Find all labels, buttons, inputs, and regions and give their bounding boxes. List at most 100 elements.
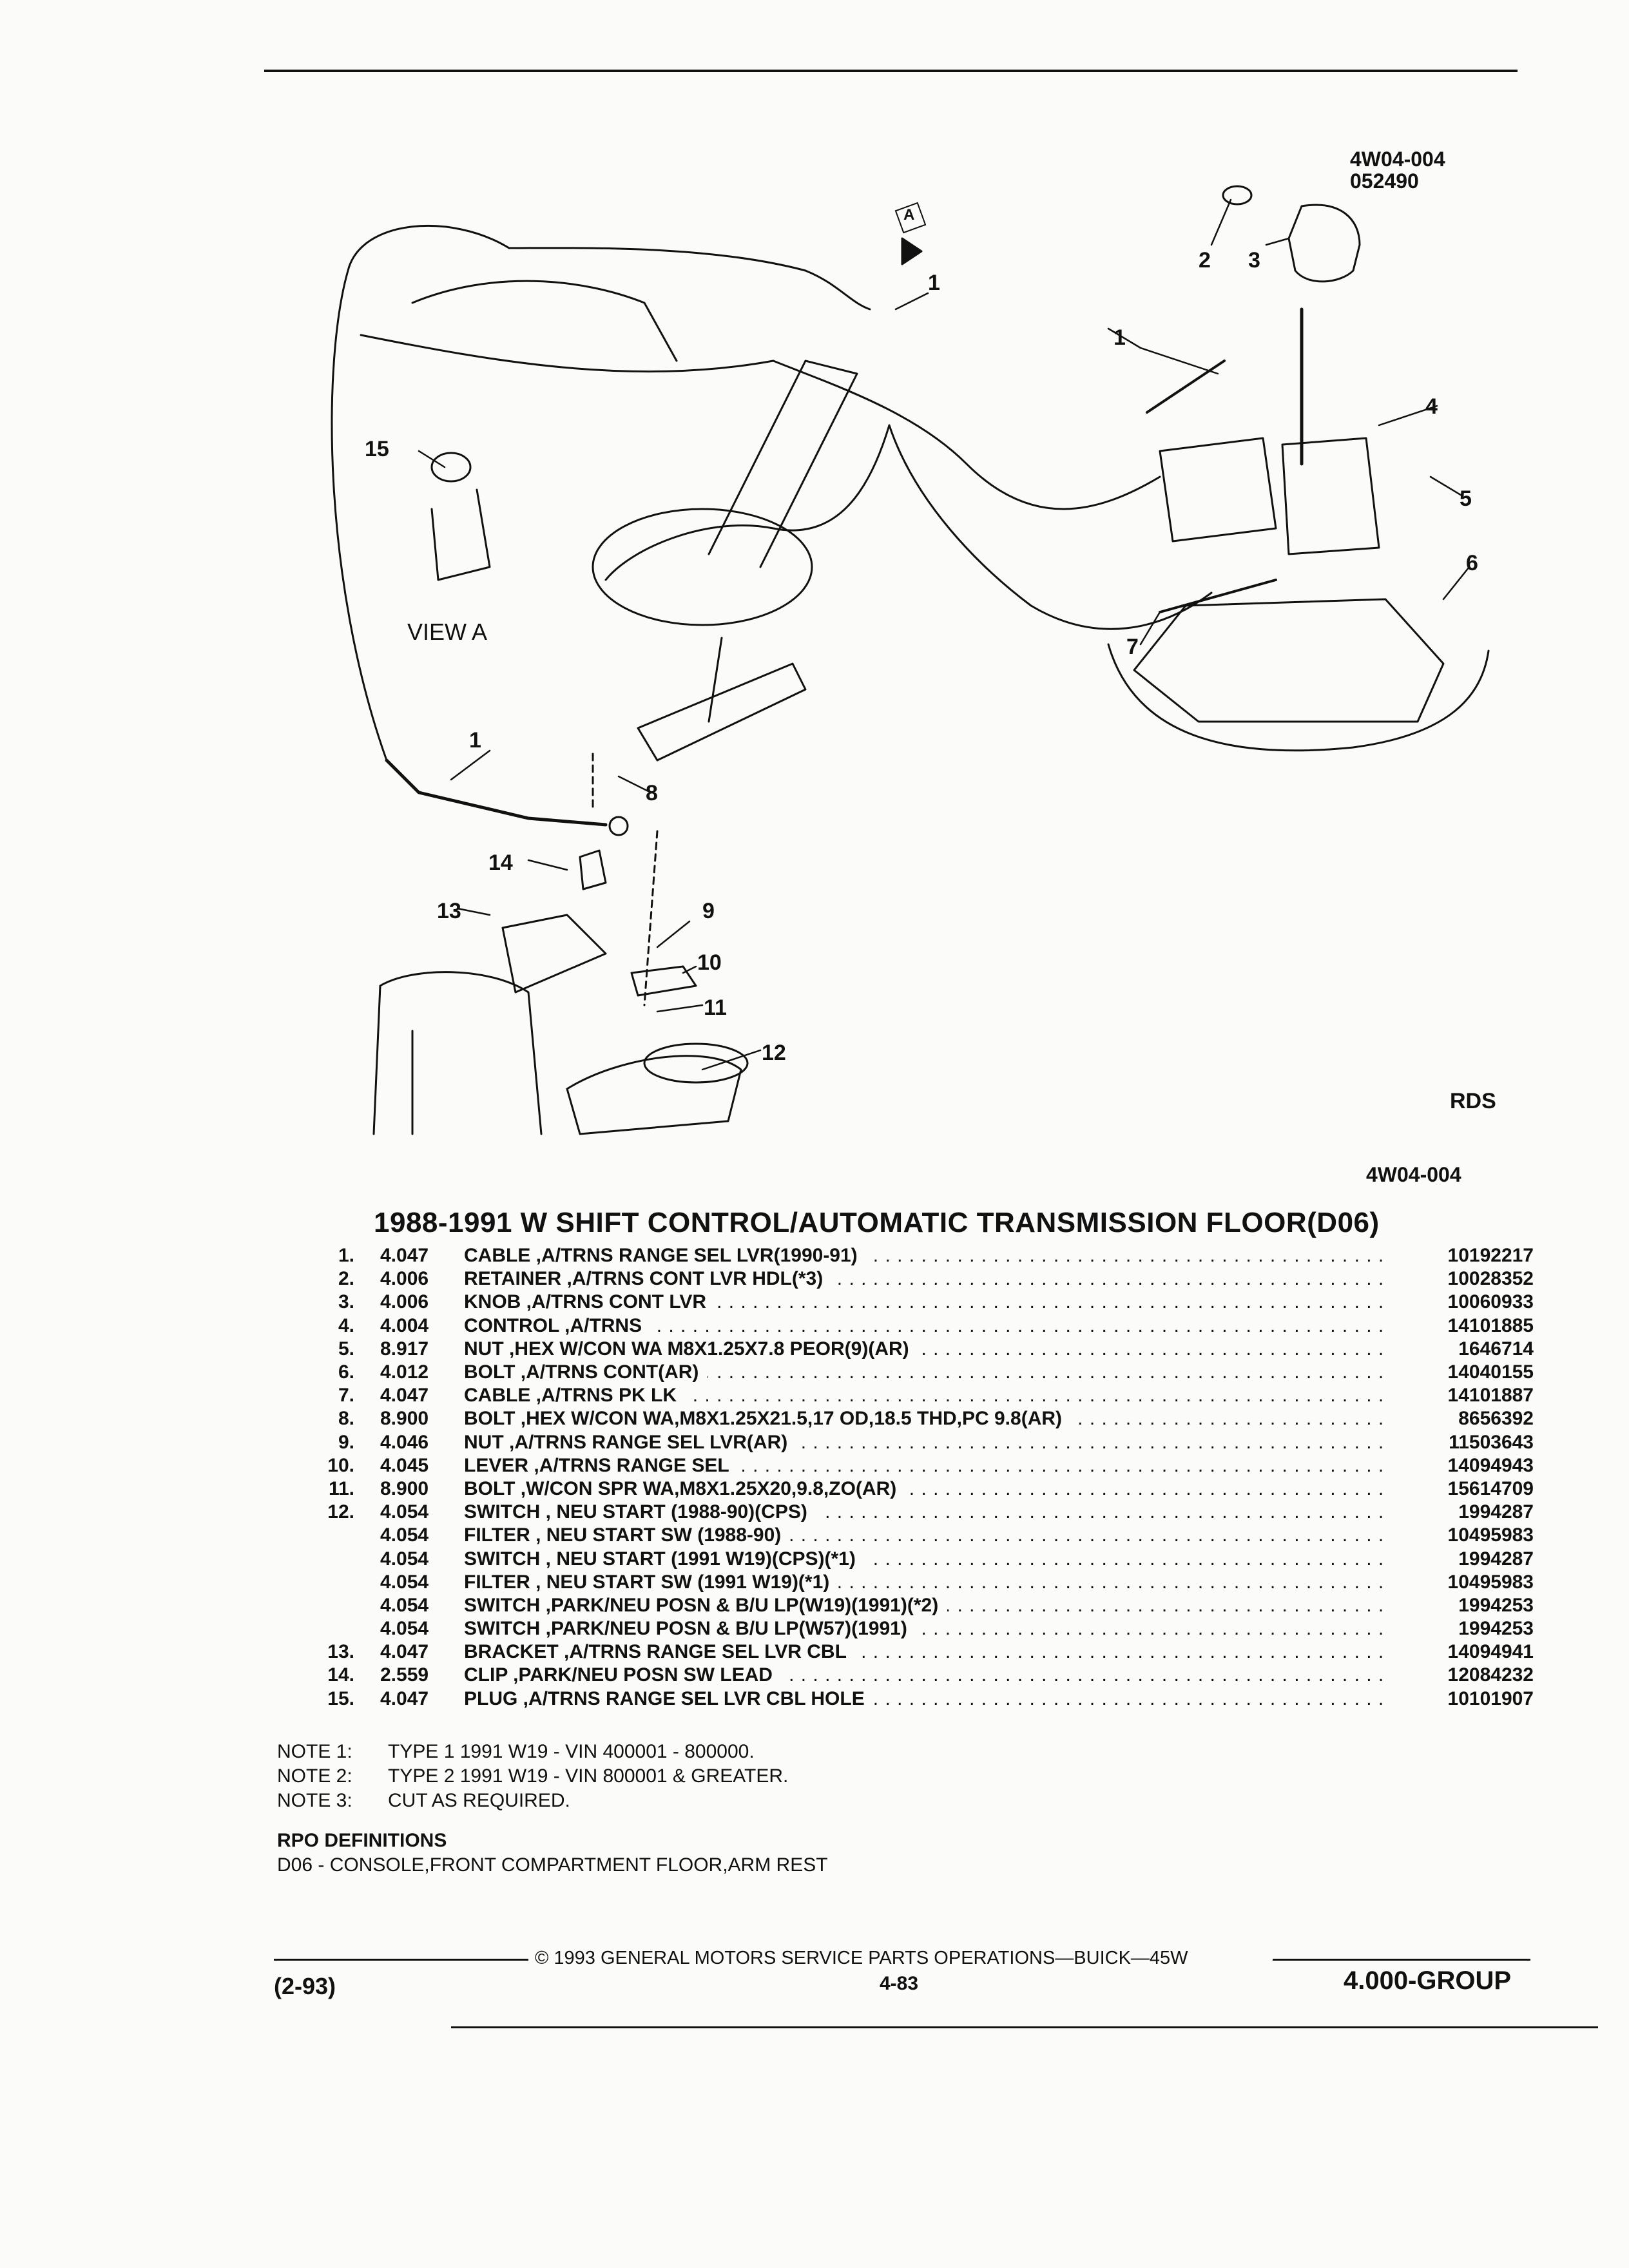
footer-date: (2-93) — [274, 1973, 336, 1999]
callout-14: 14 — [488, 850, 513, 875]
callout-15: 15 — [365, 437, 389, 461]
part-description: BOLT ,HEX W/CON WA,M8X1.25X21.5,17 OD,18… — [464, 1408, 1392, 1430]
note-1: NOTE 1:TYPE 1 1991 W19 - VIN 400001 - 80… — [277, 1741, 755, 1762]
cable-end — [385, 758, 608, 827]
part-description: CONTROL ,A/TRNS — [464, 1314, 1392, 1337]
part-number: 1646714 — [1458, 1338, 1534, 1360]
top-rule — [264, 70, 1518, 72]
part-description: RETAINER ,A/TRNS CONT LVR HDL(*3) — [464, 1268, 1392, 1290]
callout-3: 3 — [1248, 248, 1260, 273]
group-number: 4.004 — [380, 1314, 429, 1336]
callout-11: 11 — [704, 995, 727, 1020]
item-number: 9. — [338, 1431, 354, 1453]
part-number: 10495983 — [1447, 1571, 1534, 1593]
part-description: FILTER , NEU START SW (1991 W19)(*1) — [464, 1571, 1392, 1593]
callout-6: 6 — [1466, 551, 1478, 575]
item-number: 6. — [338, 1361, 354, 1383]
group-number: 4.046 — [380, 1431, 429, 1453]
rds-label: RDS — [1450, 1089, 1496, 1113]
notes-section: NOTE 1:TYPE 1 1991 W19 - VIN 400001 - 80… — [277, 1740, 788, 1813]
part-number: 14094943 — [1447, 1454, 1534, 1476]
group-number: 4.054 — [380, 1501, 429, 1523]
view-marker-label: A — [903, 206, 915, 224]
retainer-ring — [1222, 185, 1253, 206]
group-number: 4.054 — [380, 1548, 429, 1570]
figure-date-code: 052490 — [1350, 169, 1419, 193]
group-number: 4.047 — [380, 1687, 429, 1709]
figure-code: 4W04-004 — [1350, 148, 1445, 171]
table-row: 15. 4.047 PLUG ,A/TRNS RANGE SEL LVR CBL H… — [309, 1687, 1534, 1711]
bottom-rule — [451, 2026, 1598, 2028]
console-body — [604, 424, 891, 581]
exploded-parts-diagram — [331, 185, 1490, 1135]
part-description: SWITCH , NEU START (1988-90)(CPS) — [464, 1501, 1392, 1523]
part-description: SWITCH ,PARK/NEU POSN & B/U LP(W19)(1991… — [464, 1594, 1392, 1617]
group-number: 4.054 — [380, 1524, 429, 1546]
item-number: 12. — [327, 1501, 354, 1523]
part-number: 1994253 — [1458, 1618, 1534, 1640]
view-a-label: VIEW A — [407, 619, 488, 645]
item-number: 2. — [338, 1268, 354, 1290]
part-number: 10495983 — [1447, 1524, 1534, 1546]
part-description: BRACKET ,A/TRNS RANGE SEL LVR CBL — [464, 1641, 1392, 1663]
part-description: SWITCH ,PARK/NEU POSN & B/U LP(W57)(1991… — [464, 1618, 1392, 1640]
table-row: 12. 4.054 SWITCH , NEU START (1988-90)(CPS… — [309, 1501, 1534, 1524]
callout-1-lower: 1 — [469, 728, 481, 753]
part-number: 14101885 — [1447, 1314, 1534, 1336]
part-description: NUT ,A/TRNS RANGE SEL LVR(AR) — [464, 1431, 1392, 1454]
part-description: PLUG ,A/TRNS RANGE SEL LVR CBL HOLE — [464, 1687, 1392, 1710]
part-description: CABLE ,A/TRNS RANGE SEL LVR(1990-91) — [464, 1245, 1392, 1267]
page-number: 4-83 — [880, 1973, 919, 1994]
item-number: 4. — [338, 1314, 354, 1336]
group-number: 8.900 — [380, 1408, 429, 1430]
page-title: 1988-1991 W SHIFT CONTROL/AUTOMATIC TRAN… — [374, 1207, 1380, 1238]
part-description: BOLT ,W/CON SPR WA,M8X1.25X20,9.8,ZO(AR) — [464, 1477, 1392, 1500]
callout-2: 2 — [1199, 248, 1211, 273]
callout-7: 7 — [1126, 635, 1139, 659]
footer-group: 4.000-GROUP — [1344, 1966, 1512, 1995]
footer-rule-right — [1273, 1959, 1530, 1961]
rpo-heading: RPO DEFINITIONS — [277, 1830, 447, 1851]
cable-loop — [331, 224, 510, 762]
group-number: 4.054 — [380, 1571, 429, 1593]
part-description: LEVER ,A/TRNS RANGE SEL — [464, 1454, 1392, 1477]
parts-list: 1. 4.047 CABLE ,A/TRNS RANGE SEL LVR(1990-… — [309, 1244, 1534, 1711]
part-number: 1994253 — [1458, 1594, 1534, 1616]
table-row: 4. 4.004 CONTROL ,A/TRNS 14101885 — [309, 1314, 1534, 1338]
group-number: 4.047 — [380, 1385, 429, 1407]
part-number: 15614709 — [1447, 1477, 1534, 1499]
callout-8: 8 — [646, 781, 658, 805]
item-number: 5. — [338, 1338, 354, 1360]
callout-12: 12 — [762, 1041, 786, 1065]
part-description: KNOB ,A/TRNS CONT LVR — [464, 1291, 1392, 1313]
group-number: 4.047 — [380, 1641, 429, 1663]
table-row: 9. 4.046 NUT ,A/TRNS RANGE SEL LVR(AR) 1150… — [309, 1431, 1534, 1454]
footer-copyright: © 1993 GENERAL MOTORS SERVICE PARTS OPER… — [535, 1948, 1188, 1968]
group-number: 8.900 — [380, 1477, 429, 1499]
item-number: 15. — [327, 1687, 354, 1709]
part-description: CLIP ,PARK/NEU POSN SW LEAD — [464, 1664, 1392, 1686]
table-row: 4.054 FILTER , NEU START SW (1991 W19)(*1… — [309, 1571, 1534, 1594]
item-number: 1. — [338, 1245, 354, 1267]
item-number: 7. — [338, 1385, 354, 1407]
group-number: 4.006 — [380, 1268, 429, 1290]
group-number: 4.054 — [380, 1618, 429, 1640]
table-row: 4.054 SWITCH ,PARK/NEU POSN & B/U LP(W57)… — [309, 1617, 1534, 1640]
part-description: BOLT ,A/TRNS CONT(AR) — [464, 1361, 1392, 1383]
neutral-start-switch — [566, 1055, 742, 1135]
group-number: 4.045 — [380, 1454, 429, 1476]
part-number: 8656392 — [1458, 1408, 1534, 1430]
rpo-definition: D06 - CONSOLE,FRONT COMPARTMENT FLOOR,AR… — [277, 1854, 828, 1876]
part-number: 11503643 — [1449, 1431, 1534, 1453]
